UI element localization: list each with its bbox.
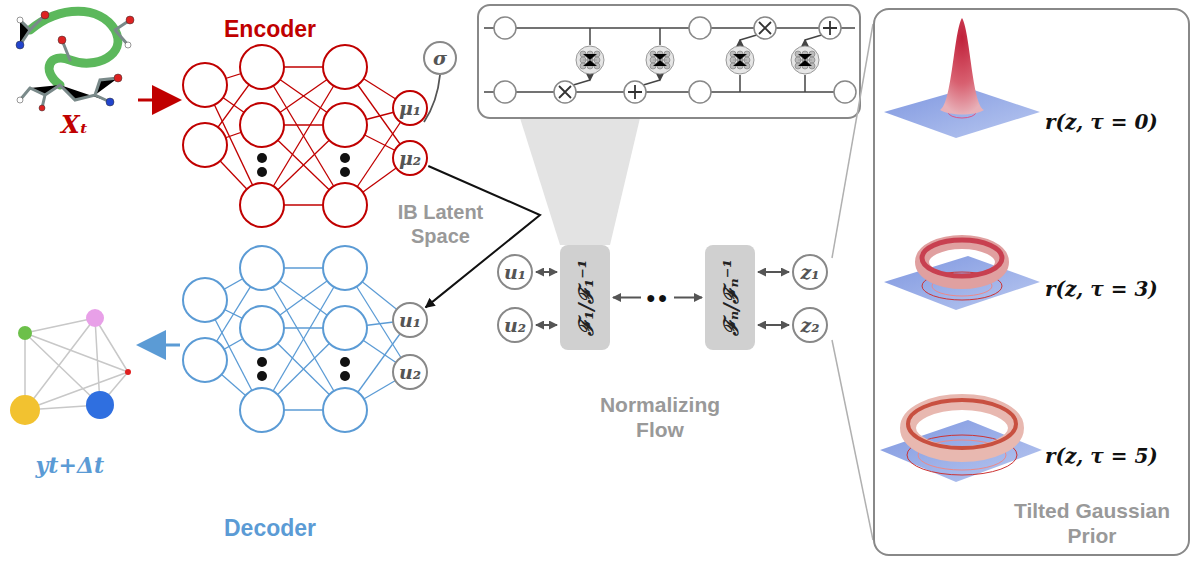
flow-layer-label: ℱₙ/ℱₙ⁻¹ — [717, 259, 744, 336]
input-label: Xₜ — [61, 110, 89, 139]
output-arrow — [142, 344, 180, 347]
connector-arrow — [758, 271, 789, 273]
molecule — [16, 11, 134, 111]
flow-title: Normalizing Flow — [595, 392, 725, 442]
flow-layer-label: ℱ₁/ℱ₁⁻¹ — [572, 259, 599, 335]
latent-mean-node: μ₁ — [392, 90, 428, 126]
ellipsis-label: ●● — [641, 289, 674, 307]
decoder-input-node: u₂ — [392, 354, 428, 390]
variable-label: u₂ — [504, 316, 526, 335]
variable-label: μ₂ — [399, 149, 421, 168]
variable-label: u₂ — [399, 363, 421, 382]
prior-surface-0 — [884, 18, 1040, 138]
latent-space-label: IB Latent Space — [388, 200, 493, 248]
prior-label: r(z, τ = 5) — [1045, 444, 1158, 468]
connector-arrow — [536, 324, 557, 326]
prior-surface-3 — [884, 240, 1040, 310]
networks — [183, 45, 410, 432]
flow-output-node: z₁ — [792, 254, 828, 290]
variable-label: σ — [433, 49, 447, 68]
state-nodes — [10, 309, 131, 425]
flow-layer-box: ℱₙ/ℱₙ⁻¹ — [705, 245, 755, 350]
output-label: yt+Δt — [36, 452, 105, 478]
input-arrow — [138, 99, 176, 102]
latent-mean-node: μ₂ — [392, 140, 428, 176]
variable-label: z₁ — [800, 263, 819, 282]
coupling-inset — [478, 5, 860, 245]
prior-label: r(z, τ = 3) — [1045, 277, 1158, 301]
decoder-title: Decoder — [224, 515, 316, 542]
zoom-lines — [832, 24, 873, 540]
connector-arrow — [536, 271, 557, 273]
flow-output-node: z₂ — [792, 307, 828, 343]
variable-label: z₂ — [800, 316, 819, 335]
variable-label: μ₁ — [399, 99, 421, 118]
flow-layer-box: ℱ₁/ℱ₁⁻¹ — [560, 245, 610, 350]
variable-label: u₁ — [504, 263, 526, 282]
prior-panel: r(z, τ = 0) r(z, τ = 3) r(z, τ = 5) Tilted … — [873, 8, 1190, 556]
encoder-title: Encoder — [224, 16, 316, 43]
panel-title: Tilted Gaussian Prior — [1007, 498, 1177, 548]
flow-input-node: u₁ — [497, 254, 533, 290]
decoder-input-node: u₁ — [392, 302, 428, 338]
prior-label: r(z, τ = 0) — [1045, 110, 1158, 134]
variable-label: u₁ — [399, 311, 421, 330]
connector-arrow — [758, 324, 789, 326]
flow-input-node: u₂ — [497, 307, 533, 343]
sigma-node: σ — [423, 41, 457, 75]
prior-surface-5 — [880, 400, 1042, 482]
state-graph — [25, 318, 128, 410]
